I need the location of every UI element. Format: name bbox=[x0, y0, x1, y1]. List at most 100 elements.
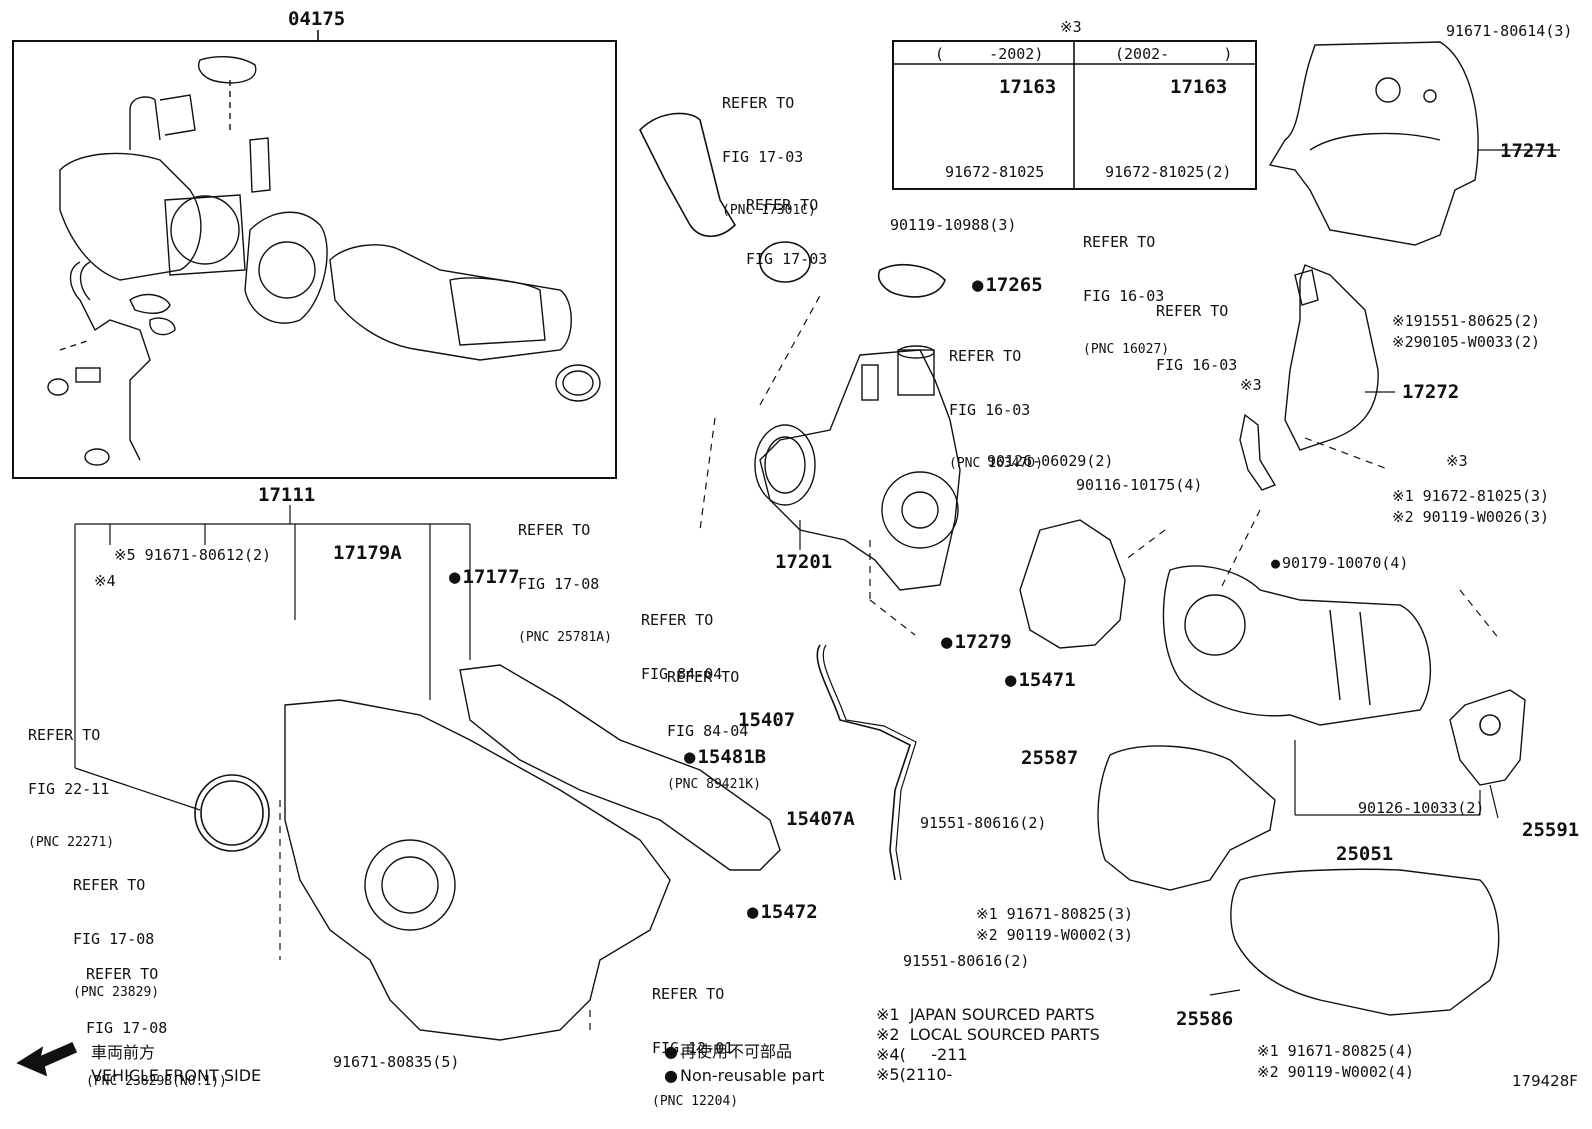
bracket-sketch bbox=[1239, 413, 1277, 491]
variant-table-mark: ※3 bbox=[1060, 18, 1082, 36]
ref-line1: REFER TO bbox=[86, 965, 159, 983]
part-15471[interactable]: 15471 bbox=[1005, 669, 1075, 691]
ref-line1: REFER TO bbox=[73, 876, 146, 894]
part-91671-80825-3[interactable]: ※1 91671-80825(3) bbox=[976, 905, 1134, 923]
note-4: ※4( -211 bbox=[876, 1045, 968, 1064]
ref-line2: FIG 84-04 bbox=[641, 665, 723, 683]
front-side-jp: 車両前方 bbox=[91, 1043, 156, 1062]
exploded-parts-drawing bbox=[12, 30, 1560, 1077]
variant-col1-header: ( -2002) bbox=[935, 45, 1044, 63]
ref-line2: FIG 17-08 bbox=[86, 1019, 168, 1037]
part-90119-w0002-3[interactable]: ※2 90119-W0002(3) bbox=[976, 926, 1134, 944]
part-17272[interactable]: 17272 bbox=[1402, 381, 1460, 403]
gasket-ring bbox=[194, 774, 270, 852]
mark-4: ※4 bbox=[94, 572, 116, 590]
part-90105-w0033[interactable]: ※290105-W0033(2) bbox=[1392, 333, 1541, 351]
ref-fig-17-08-c[interactable]: REFER TO FIG 17-08 (PNC 23829B(NO.1)) bbox=[86, 929, 227, 1109]
part-90116-10175[interactable]: 90116-10175(4) bbox=[1076, 476, 1203, 494]
part-17179a[interactable]: 17179A bbox=[333, 542, 402, 564]
part-90119-w0002-4[interactable]: ※2 90119-W0002(4) bbox=[1257, 1063, 1415, 1081]
ref-line2: FIG 16-03 bbox=[949, 401, 1031, 419]
diagram-id: 179428F bbox=[1512, 1072, 1578, 1090]
ref-fig-84-04-a[interactable]: REFER TO FIG 84-04 bbox=[641, 575, 722, 701]
ref-fig-16-03-c[interactable]: REFER TO FIG 16-03 (PNC 16347D) bbox=[949, 311, 1043, 491]
part-25591[interactable]: 25591 bbox=[1522, 819, 1580, 841]
insulator-25586-sketch bbox=[1230, 868, 1500, 1016]
ref-line2: FIG 16-03 bbox=[1156, 356, 1238, 374]
part-25587[interactable]: 25587 bbox=[1021, 747, 1079, 769]
part-17279[interactable]: 17279 bbox=[941, 631, 1011, 653]
part-15407a[interactable]: 15407A bbox=[786, 808, 855, 830]
ref-line1: REFER TO bbox=[652, 985, 725, 1003]
turbocharger-17201-sketch bbox=[754, 345, 961, 591]
mark-3-a: ※3 bbox=[1240, 376, 1262, 394]
assembly-box bbox=[12, 40, 617, 479]
ref-pnc: (PNC 23829) bbox=[73, 985, 160, 1000]
ref-pnc: (PNC 23829B(NO.1)) bbox=[86, 1074, 227, 1089]
insulator-25587-sketch bbox=[1097, 745, 1276, 891]
ref-pnc: (PNC 22271) bbox=[28, 835, 115, 850]
note-local-sourced: ※2 LOCAL SOURCED PARTS bbox=[876, 1025, 1100, 1044]
ref-pnc: (PNC 12204) bbox=[652, 1094, 739, 1109]
part-91671-80835[interactable]: 91671-80835(5) bbox=[333, 1053, 460, 1071]
gasket-17177 bbox=[459, 664, 781, 871]
part-91551-80616-a[interactable]: 91551-80616(2) bbox=[920, 814, 1047, 832]
part-91671-80612[interactable]: ※5 91671-80612(2) bbox=[114, 546, 272, 564]
part-91671-80614[interactable]: 91671-80614(3) bbox=[1446, 22, 1573, 40]
part-91672-81025[interactable]: ※1 91672-81025(3) bbox=[1392, 487, 1550, 505]
bracket-25591-sketch bbox=[1449, 689, 1526, 786]
converter-25051-sketch bbox=[1162, 565, 1432, 726]
ref-line2: FIG 22-11 bbox=[28, 780, 110, 798]
assembly-sketch bbox=[47, 56, 601, 466]
front-side-en: VEHICLE FRONT SIDE bbox=[91, 1066, 262, 1085]
part-17271[interactable]: 17271 bbox=[1500, 140, 1558, 162]
ref-fig-16-03-a[interactable]: REFER TO FIG 16-03 (PNC 16027) bbox=[1083, 197, 1169, 377]
ref-pnc: (PNC 89421K) bbox=[667, 777, 761, 792]
ref-line1: REFER TO bbox=[641, 611, 714, 629]
part-90126-06029[interactable]: 90126-06029(2) bbox=[987, 452, 1114, 470]
ref-pnc: (PNC 25781A) bbox=[518, 630, 612, 645]
ref-line1: REFER TO bbox=[949, 347, 1022, 365]
ref-line1: REFER TO bbox=[746, 196, 819, 214]
ref-fig-16-03-b[interactable]: REFER TO FIG 16-03 bbox=[1156, 266, 1237, 392]
ref-line2: FIG 17-03 bbox=[746, 250, 828, 268]
legend-non-reusable-jp: 再使用不可部品 bbox=[664, 1043, 792, 1061]
part-90179-10070[interactable]: 90179-10070(4) bbox=[1271, 554, 1408, 572]
ref-fig-17-08-b[interactable]: REFER TO FIG 17-08 (PNC 23829) bbox=[73, 840, 159, 1020]
part-25051[interactable]: 25051 bbox=[1336, 843, 1394, 865]
part-15407[interactable]: 15407 bbox=[738, 709, 796, 731]
legend-non-reusable-en: Non-reusable part bbox=[664, 1067, 824, 1085]
variant-col2-part: 17163 bbox=[1170, 76, 1228, 98]
ref-fig-17-08-a[interactable]: REFER TO FIG 17-08 (PNC 25781A) bbox=[518, 485, 612, 665]
ref-fig-17-03-a[interactable]: REFER TO FIG 17-03 (PNC 17301C) bbox=[722, 58, 816, 238]
ref-line1: REFER TO bbox=[1083, 233, 1156, 251]
part-90126-10033[interactable]: 90126-10033(2) bbox=[1358, 799, 1485, 817]
gasket-17279 bbox=[1019, 519, 1126, 649]
ref-fig-22-11[interactable]: REFER TO FIG 22-11 (PNC 22271) bbox=[28, 690, 114, 870]
assembly-code: 04175 bbox=[288, 8, 346, 30]
part-17177[interactable]: 17177 bbox=[449, 566, 519, 588]
part-91551-80616-b[interactable]: 91551-80616(2) bbox=[903, 952, 1030, 970]
variant-col1-bolt: 91672-81025 bbox=[945, 163, 1045, 181]
part-90119-10988[interactable]: 90119-10988(3) bbox=[890, 216, 1017, 234]
ref-fig-84-04-b[interactable]: REFER TO FIG 84-04 (PNC 89421K) bbox=[667, 632, 761, 812]
part-25586[interactable]: 25586 bbox=[1176, 1008, 1234, 1030]
ref-line2: FIG 17-03 bbox=[722, 148, 804, 166]
ref-fig-12-01[interactable]: REFER TO FIG 12-01 (PNC 12204) bbox=[652, 949, 738, 1129]
front-arrow-shape bbox=[16, 1041, 78, 1077]
insulator-17271-sketch bbox=[1268, 41, 1479, 246]
part-91551-80625[interactable]: ※191551-80625(2) bbox=[1392, 312, 1541, 330]
part-17265[interactable]: 17265 bbox=[972, 274, 1042, 296]
ref-pnc: (PNC 16027) bbox=[1083, 342, 1170, 357]
ref-line2: FIG 17-08 bbox=[73, 930, 155, 948]
ref-fig-17-03-b[interactable]: REFER TO FIG 17-03 bbox=[746, 160, 827, 286]
ref-line1: REFER TO bbox=[1156, 302, 1229, 320]
part-90119-w0026[interactable]: ※2 90119-W0026(3) bbox=[1392, 508, 1550, 526]
part-15472[interactable]: 15472 bbox=[747, 901, 817, 923]
part-17201[interactable]: 17201 bbox=[775, 551, 833, 573]
ref-line2: FIG 16-03 bbox=[1083, 287, 1165, 305]
mark-3-b: ※3 bbox=[1446, 452, 1468, 470]
part-91671-80825-4[interactable]: ※1 91671-80825(4) bbox=[1257, 1042, 1415, 1060]
part-15481b[interactable]: 15481B bbox=[684, 746, 766, 768]
ref-line2: FIG 84-04 bbox=[667, 722, 749, 740]
